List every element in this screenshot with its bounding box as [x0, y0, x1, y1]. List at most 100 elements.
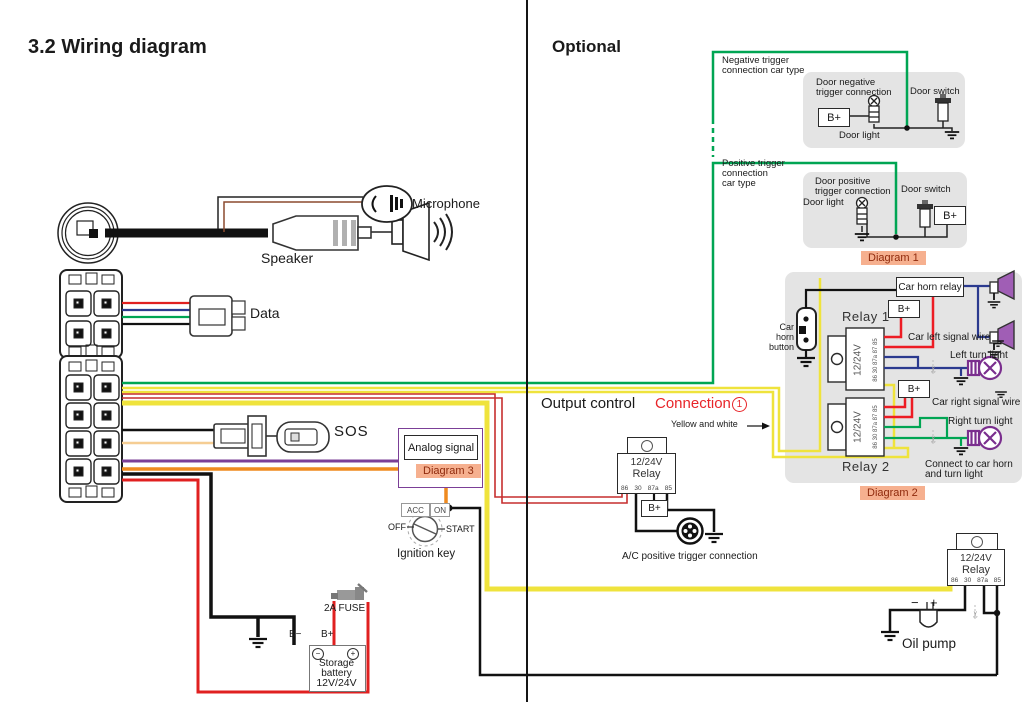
page-title: 3.2 Wiring diagram	[28, 36, 207, 58]
optional-heading: Optional	[552, 37, 621, 56]
negative-title-1: Door negative	[816, 77, 876, 88]
off-label: OFF	[388, 522, 406, 532]
positive-heading-2: connection	[722, 168, 768, 179]
ignition-key-label: Ignition key	[397, 548, 456, 560]
analog-signal-label: Analog signal	[407, 441, 475, 454]
sos-wires	[122, 428, 215, 445]
ac-caption: A/C positive trigger connection	[622, 551, 758, 562]
relay2-pins: 86 30 87a 87 85	[873, 405, 879, 449]
yellow-white-label: Yellow and white	[671, 419, 738, 429]
negative-heading-2: connection car type	[722, 65, 805, 76]
oil-relay-cap	[956, 533, 998, 551]
relay1-voltage: 12/24V	[852, 344, 864, 376]
d2-red-wires	[884, 295, 935, 419]
relay1-icon	[827, 327, 885, 391]
ac-relay-coil-icon	[641, 440, 653, 452]
page-divider	[526, 0, 528, 702]
fuse-icon	[331, 583, 368, 600]
battery-minus-sign: −	[315, 649, 321, 658]
left-signal-label: Car left signal wire	[908, 332, 991, 343]
pin-87a: 87a	[977, 577, 988, 584]
d2-note-2: and turn light	[925, 469, 983, 480]
microphone-label: Microphone	[412, 196, 480, 211]
battery-plus-sign: +	[350, 649, 356, 658]
battery-line1: Storage	[318, 658, 355, 669]
positive-heading-1: Positive trigger	[722, 158, 785, 169]
d2-blue-wires	[884, 284, 990, 376]
ac-bplus-box: B+	[641, 500, 668, 517]
connection-text: Connection	[655, 395, 731, 412]
negative-heading-1: Negative trigger	[722, 55, 790, 66]
green-door-trigger-wire	[122, 50, 909, 385]
ac-relay-name: Relay	[632, 468, 661, 480]
pin-87a: 87a	[647, 485, 659, 492]
positive-trigger-wiring	[861, 220, 948, 238]
ac-compressor-icon	[676, 517, 704, 545]
diagram1-tag: Diagram 1	[861, 251, 926, 265]
red-ac-trigger-wires	[122, 393, 628, 504]
d2-bplus2-box: B+	[898, 380, 930, 398]
on-position-box: ON	[430, 503, 450, 517]
acc-position-box: ACC	[401, 503, 430, 517]
car-horn-relay-label: Car horn relay	[898, 281, 962, 293]
negative-door-light-label: Door light	[839, 130, 880, 141]
d2-note-1: Connect to car horn	[925, 459, 1013, 470]
car-horn-button-label-2: horn	[775, 332, 794, 342]
fuse-label: 2A FUSE	[324, 603, 366, 614]
sos-label: SOS	[334, 423, 369, 440]
pin-85: 85	[664, 485, 672, 492]
d2-green-wires	[884, 416, 968, 446]
acc-label: ACC	[407, 505, 424, 515]
oil-pump-minus: −	[911, 595, 919, 610]
negative-door-switch-label: Door switch	[910, 86, 960, 97]
car-horn-button-wires	[804, 288, 896, 357]
car-horn-button-label-3: button	[768, 342, 794, 352]
yellow-white-arrow	[747, 422, 770, 430]
ac-relay-voltage: 12/24V	[630, 457, 663, 468]
relay1-pins: 86 30 87a 87 85	[873, 338, 879, 382]
pin-86: 86	[621, 485, 629, 492]
positive-door-switch-label: Door switch	[901, 184, 951, 195]
d2-bplus1-box: B+	[888, 300, 920, 318]
ignition-key-icon	[407, 511, 445, 547]
pin-86: 86	[951, 577, 959, 584]
d2-bplus1-label: B+	[897, 303, 911, 315]
negative-bplus-box: B+	[818, 108, 850, 127]
oil-pump-plus: +	[930, 595, 938, 610]
pin-30: 30	[634, 485, 642, 492]
positive-bplus-box: B+	[934, 206, 966, 225]
relay2-voltage: 12/24V	[852, 411, 864, 443]
car-horn-button-label-1: Car	[779, 322, 794, 332]
round-plug-icon	[57, 202, 119, 264]
speaker-plug-icon	[272, 215, 372, 251]
audio-cable	[105, 196, 392, 238]
oil-relay-body: 12/24V Relay 86 30 87a 85	[947, 549, 1005, 586]
right-signal-label: Car right signal wire	[932, 397, 1021, 408]
connection-number: 1	[731, 397, 747, 412]
black-ignition-wire	[449, 506, 997, 677]
black-ground-wire	[122, 472, 296, 645]
positive-door-light-label: Door light	[803, 197, 844, 208]
left-turn-label: Left turn light	[950, 350, 1008, 361]
positive-bplus-label: B+	[943, 209, 957, 222]
car-horn-button-icon	[796, 307, 817, 351]
positive-title-1: Door positive	[815, 176, 871, 187]
yellow-oil-pump-wire	[122, 400, 953, 592]
oil-relay-name: Relay	[961, 564, 991, 576]
negative-title-2: trigger connection	[816, 87, 892, 98]
microphone-icon	[361, 185, 413, 223]
data-wires	[122, 301, 191, 326]
speaker-label: Speaker	[261, 250, 314, 266]
positive-heading-3: car type	[722, 178, 756, 189]
diagram3-tag: Diagram 3	[416, 464, 481, 478]
b-minus-label: B−	[289, 629, 302, 640]
ac-relay-body: 12/24V Relay 86 30 87a 85	[617, 453, 676, 494]
negative-trigger-wiring	[848, 115, 953, 131]
b-plus-label: B+	[321, 629, 334, 640]
relay1-label: Relay 1	[842, 309, 890, 324]
pin-30: 30	[964, 577, 972, 584]
pin-85: 85	[993, 577, 1001, 584]
output-control-label: Output control	[541, 395, 636, 412]
